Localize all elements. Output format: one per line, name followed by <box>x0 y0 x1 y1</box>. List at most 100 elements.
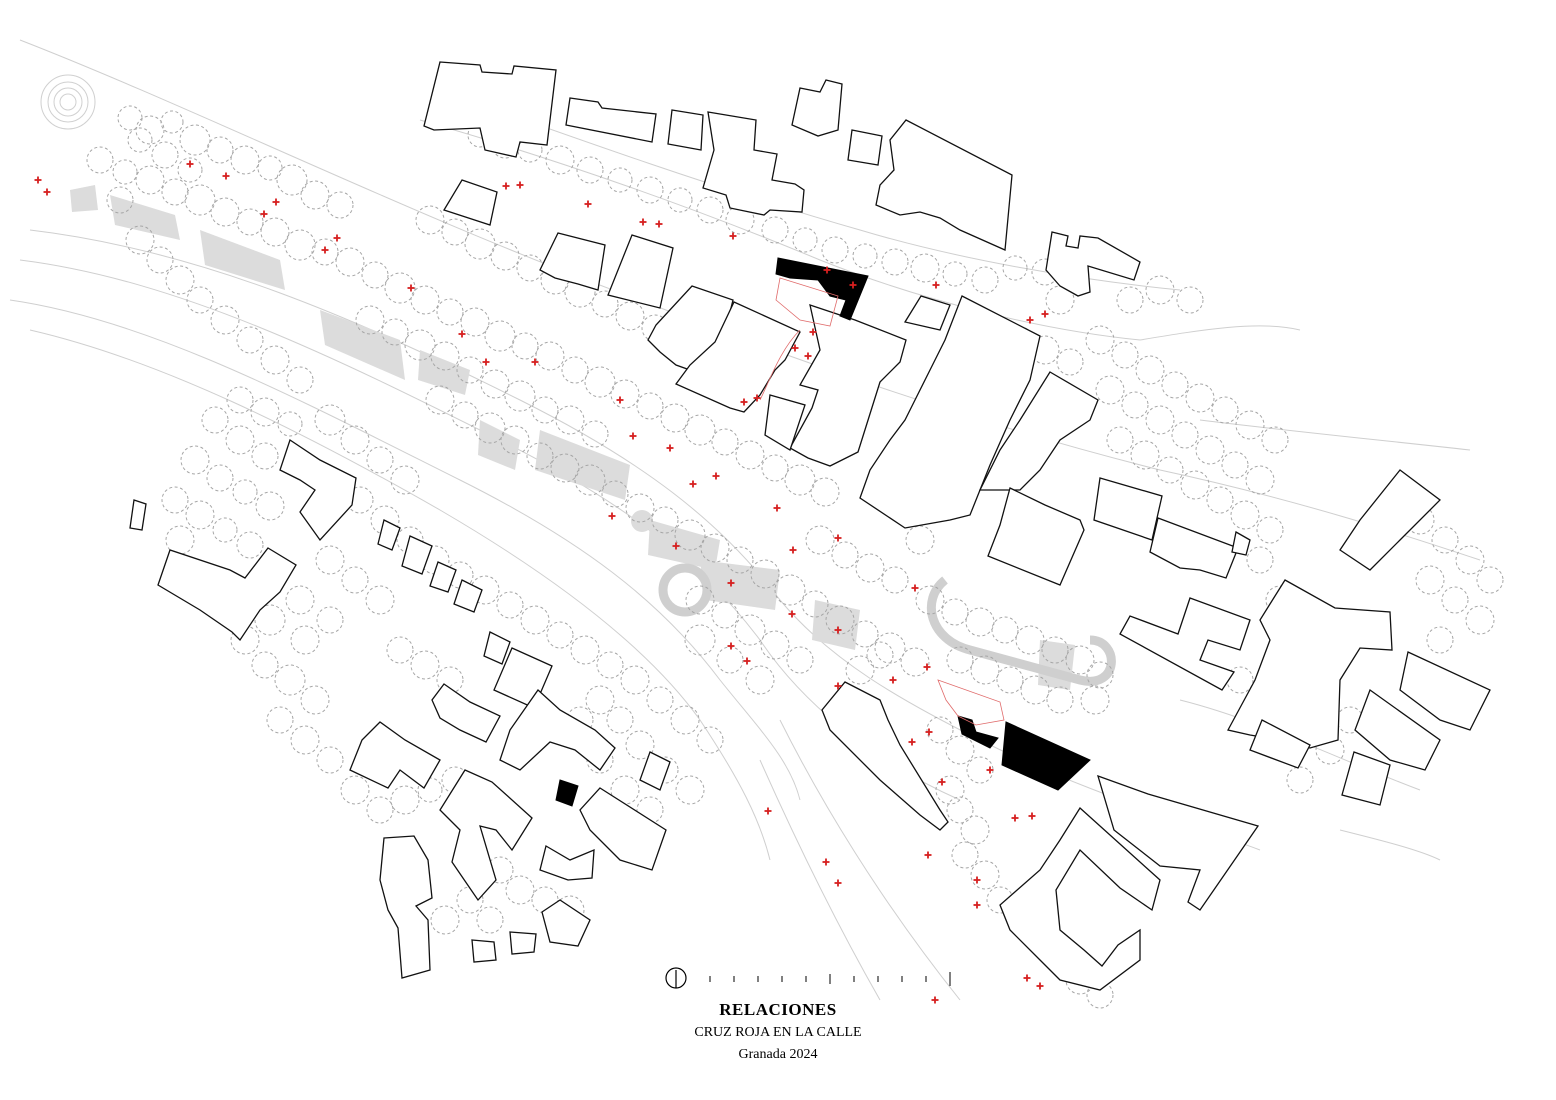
red-cross-marker <box>222 172 230 180</box>
tree-icon <box>900 647 930 677</box>
tree-icon <box>1431 526 1459 554</box>
tree-icon <box>607 167 633 193</box>
red-cross-marker <box>911 584 919 592</box>
tree-icon <box>86 146 114 174</box>
tree-icon <box>355 305 385 335</box>
tree-icon <box>1111 341 1139 369</box>
building <box>443 179 498 226</box>
tree-icon <box>520 605 550 635</box>
tree-icon <box>960 815 990 845</box>
building <box>1339 469 1441 571</box>
black-filled-building <box>957 715 999 749</box>
tree-icon <box>784 464 816 496</box>
tree-icon <box>750 559 780 589</box>
tree-icon <box>314 404 346 436</box>
building <box>1399 651 1491 731</box>
scale-bar <box>709 972 951 986</box>
tree-icon <box>601 480 629 508</box>
tree-icon <box>905 525 935 555</box>
red-cross-marker <box>672 542 680 550</box>
tree-icon <box>926 716 954 744</box>
tree-icon <box>232 479 258 505</box>
black-filled-building <box>775 257 869 321</box>
tree-icon <box>670 705 700 735</box>
tree-icon <box>725 205 755 235</box>
building <box>1149 517 1239 579</box>
red-cross-marker <box>834 534 842 542</box>
tree-icon <box>286 366 314 394</box>
red-cross-marker <box>1036 982 1044 990</box>
tree-icon <box>1185 383 1215 413</box>
tree-icon <box>255 491 285 521</box>
tree-icon <box>460 307 490 337</box>
park-crescent <box>926 576 1116 686</box>
tree-icon <box>464 228 496 260</box>
red-cross-marker <box>932 281 940 289</box>
tree-icon <box>260 217 290 247</box>
tree-icon <box>801 590 829 618</box>
tree-icon <box>855 553 885 583</box>
tree-icon <box>1086 661 1114 689</box>
red-cross-marker <box>908 738 916 746</box>
tree-icon <box>285 585 315 615</box>
tree-icon <box>610 775 640 805</box>
red-cross-marker <box>727 642 735 650</box>
red-cross-marker <box>186 160 194 168</box>
tree-icon <box>112 159 138 185</box>
red-cross-marker <box>655 220 663 228</box>
tree-icon <box>366 796 394 824</box>
tree-icon <box>711 428 739 456</box>
building <box>847 129 883 166</box>
tree-icon <box>251 651 279 679</box>
tree-icon <box>971 266 999 294</box>
tree-icon <box>1080 685 1110 715</box>
tree-icon <box>125 225 155 255</box>
building <box>423 61 557 158</box>
tree-icon <box>1246 546 1274 574</box>
tree-icon <box>290 625 320 655</box>
tree-icon <box>290 725 320 755</box>
map-title: RELACIONES <box>719 1000 837 1019</box>
red-cross-marker <box>764 807 772 815</box>
tree-icon <box>851 620 879 648</box>
tree-icon <box>696 196 724 224</box>
tree-icon <box>1211 396 1239 424</box>
tree-icon <box>761 216 789 244</box>
tree-canopy-layer <box>86 105 1504 1009</box>
red-cross-marker <box>639 218 647 226</box>
building <box>157 547 297 642</box>
building <box>377 519 401 551</box>
tree-icon <box>620 665 650 695</box>
red-cross-marker <box>743 657 751 665</box>
tree-icon <box>1161 371 1189 399</box>
red-cross-marker <box>1028 812 1036 820</box>
map-title-block: RELACIONES CRUZ ROJA EN LA CALLE Granada… <box>628 998 928 1066</box>
building <box>1119 597 1251 691</box>
tree-icon <box>254 604 286 636</box>
tree-icon <box>584 366 616 398</box>
tree-icon <box>545 145 575 175</box>
tree-icon <box>1116 286 1144 314</box>
tree-icon <box>734 614 766 646</box>
tree-icon <box>696 726 724 754</box>
tree-icon <box>726 546 754 574</box>
tree-icon <box>1045 285 1075 315</box>
red-cross-marker <box>608 512 616 520</box>
tree-icon <box>1221 451 1249 479</box>
tree-icon <box>1171 421 1199 449</box>
tree-icon <box>206 136 234 164</box>
building <box>541 899 591 947</box>
red-cross-marker <box>43 188 51 196</box>
tree-icon <box>606 706 634 734</box>
building <box>431 683 501 743</box>
tree-icon <box>451 401 479 429</box>
red-cross-marker <box>849 281 857 289</box>
building <box>279 438 357 542</box>
building-outlines <box>129 61 1491 991</box>
tree-icon <box>436 298 464 326</box>
building <box>1249 719 1311 769</box>
red-cross-marker <box>823 266 831 274</box>
tree-icon <box>1085 325 1115 355</box>
red-cross-marker <box>889 676 897 684</box>
building <box>1341 751 1391 806</box>
